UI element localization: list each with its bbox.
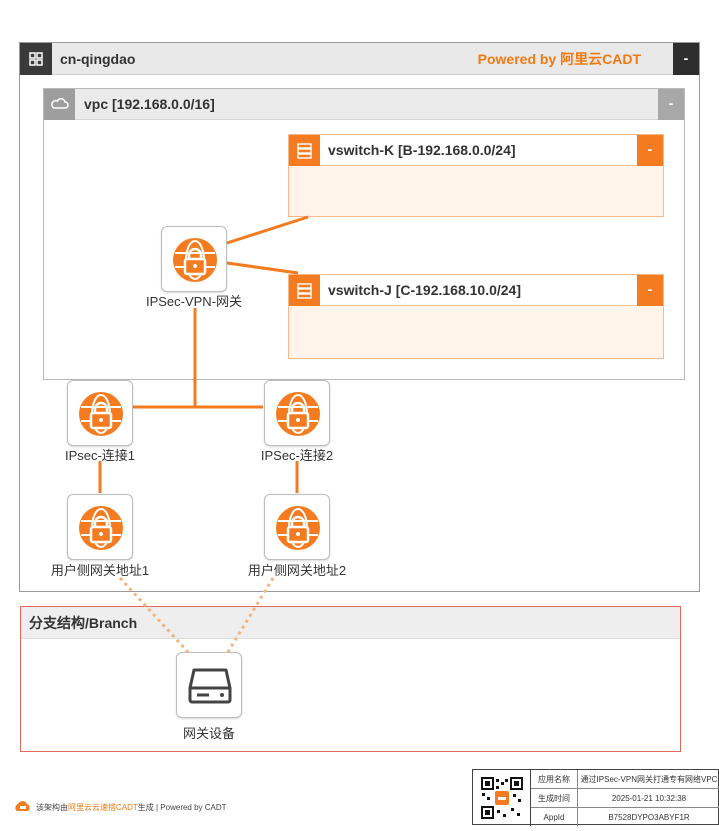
customer-gateway-2-node[interactable] <box>264 494 330 560</box>
info-key-appid: AppId <box>531 808 578 826</box>
footer-note-prefix: 该架构由 <box>36 803 68 812</box>
customer-gateway-2-label: 用户侧网关地址2 <box>247 563 347 578</box>
edge-gateway-vswitch-k <box>226 215 309 245</box>
info-table: 应用名称 通过IPSec-VPN网关打通专有网络VPC 生成时间 2025-01… <box>472 769 719 826</box>
vswitch-j-title: vswitch-J [C-192.168.10.0/24] <box>328 282 521 298</box>
cadt-logo-icon <box>15 801 30 811</box>
vswitch-j-header: vswitch-J [C-192.168.10.0/24] - <box>289 275 663 306</box>
customer-gateway-1-node[interactable] <box>67 494 133 560</box>
qr-code-icon <box>473 770 531 826</box>
ipsec-connection-2-node[interactable] <box>264 380 330 446</box>
footer-note: 该架构由阿里云云速搭CADT生成 | Powered by CADT <box>36 802 227 813</box>
info-key-generated-time: 生成时间 <box>531 789 578 808</box>
vpc-title: vpc [192.168.0.0/16] <box>84 96 215 112</box>
vswitch-j-collapse-button[interactable]: - <box>637 275 663 306</box>
vswitch-k-header: vswitch-K [B-192.168.0.0/24] - <box>289 135 663 166</box>
cloud-icon <box>44 89 75 120</box>
ipsec-connection-1-label: IPsec-连接1 <box>64 448 136 463</box>
vpc-collapse-button[interactable]: - <box>658 89 684 120</box>
vswitch-k-collapse-button[interactable]: - <box>637 135 663 166</box>
customer-gateway-1-label: 用户侧网关地址1 <box>50 563 150 578</box>
vpc-header: vpc [192.168.0.0/16] - <box>44 89 684 120</box>
gateway-device-label: 网关设备 <box>182 726 235 741</box>
footer-note-suffix: 生成 | Powered by CADT <box>137 803 227 812</box>
region-title: cn-qingdao <box>60 51 136 67</box>
edge-cgw1-device <box>118 576 190 654</box>
edge-cgw2-device <box>226 577 275 653</box>
vswitch-k-title: vswitch-K [B-192.168.0.0/24] <box>328 142 516 158</box>
branch-header: 分支结构/Branch <box>21 607 680 639</box>
vpn-lock-icon <box>79 506 123 550</box>
grid-icon <box>20 43 52 75</box>
server-icon <box>289 135 320 166</box>
info-value-appid: B7528DYPO3ABYF1R <box>608 812 690 822</box>
region-header: cn-qingdao Powered by 阿里云CADT - <box>20 43 699 75</box>
vpn-lock-icon <box>276 392 320 436</box>
info-value-generated-time: 2025-01-21 10:32:38 <box>578 789 719 808</box>
vpn-gateway-node[interactable] <box>161 226 227 292</box>
edge-gateway-vswitch-j <box>226 261 299 275</box>
branch-container: 分支结构/Branch <box>20 606 681 752</box>
vpn-lock-icon <box>276 506 320 550</box>
vswitch-j: vswitch-J [C-192.168.10.0/24] - <box>288 274 664 359</box>
ipsec-connection-2-label: IPSec-连接2 <box>260 448 334 463</box>
ipsec-connection-1-node[interactable] <box>67 380 133 446</box>
region-collapse-button[interactable]: - <box>673 43 699 75</box>
server-icon <box>289 275 320 306</box>
vpn-gateway-label: IPSec-VPN-网关 <box>145 294 243 309</box>
info-value-app-name: 通过IPSec-VPN网关打通专有网络VPC <box>578 770 719 789</box>
powered-by-label: Powered by 阿里云CADT <box>477 51 641 67</box>
vpn-lock-icon <box>173 238 217 282</box>
vswitch-k: vswitch-K [B-192.168.0.0/24] - <box>288 134 664 217</box>
info-key-app-name: 应用名称 <box>531 770 578 789</box>
vpn-lock-icon <box>79 392 123 436</box>
gateway-device-node[interactable] <box>176 652 242 718</box>
branch-title: 分支结构/Branch <box>29 615 138 631</box>
footer-note-link[interactable]: 阿里云云速搭CADT <box>68 803 138 812</box>
hard-drive-icon <box>188 668 232 704</box>
